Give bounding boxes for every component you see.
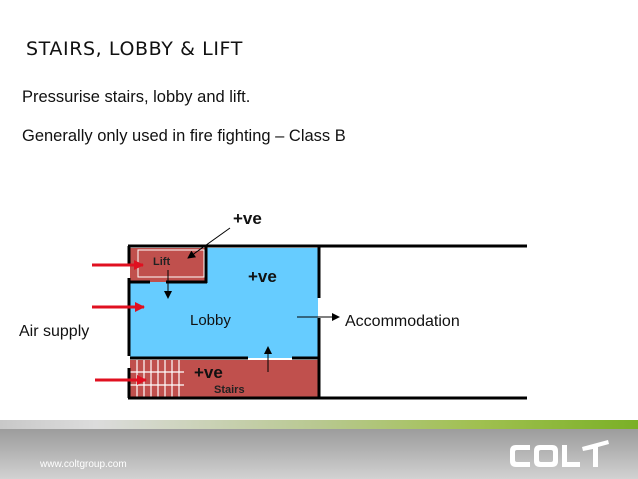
bullet-line-1: Pressurise stairs, lobby and lift. <box>22 88 251 106</box>
building-walls <box>127 244 527 400</box>
footer-url: www.coltgroup.com <box>40 459 127 470</box>
label-positive-lobby: +ve <box>248 267 277 286</box>
label-lift: Lift <box>153 256 171 268</box>
stairs-area <box>130 360 318 398</box>
label-positive-top: +ve <box>233 209 262 228</box>
arrow-to-lift-top <box>187 227 231 259</box>
air-supply-arrows <box>92 260 147 385</box>
label-stairs: Stairs <box>214 384 245 396</box>
colt-logo-icon <box>510 440 609 467</box>
stair-treads <box>130 360 184 398</box>
bullet-line-2: Generally only used in fire fighting – C… <box>22 127 346 145</box>
colt-logo <box>508 437 618 473</box>
label-lobby: Lobby <box>190 312 231 329</box>
label-accommodation: Accommodation <box>345 313 460 330</box>
label-positive-stairs: +ve <box>194 363 223 382</box>
footer-band <box>0 429 638 479</box>
label-air-supply: Air supply <box>19 323 90 340</box>
slide-title: STAIRS, LOBBY & LIFT <box>26 38 243 60</box>
pressurisation-diagram <box>92 227 527 400</box>
footer-color-bar <box>0 420 638 429</box>
